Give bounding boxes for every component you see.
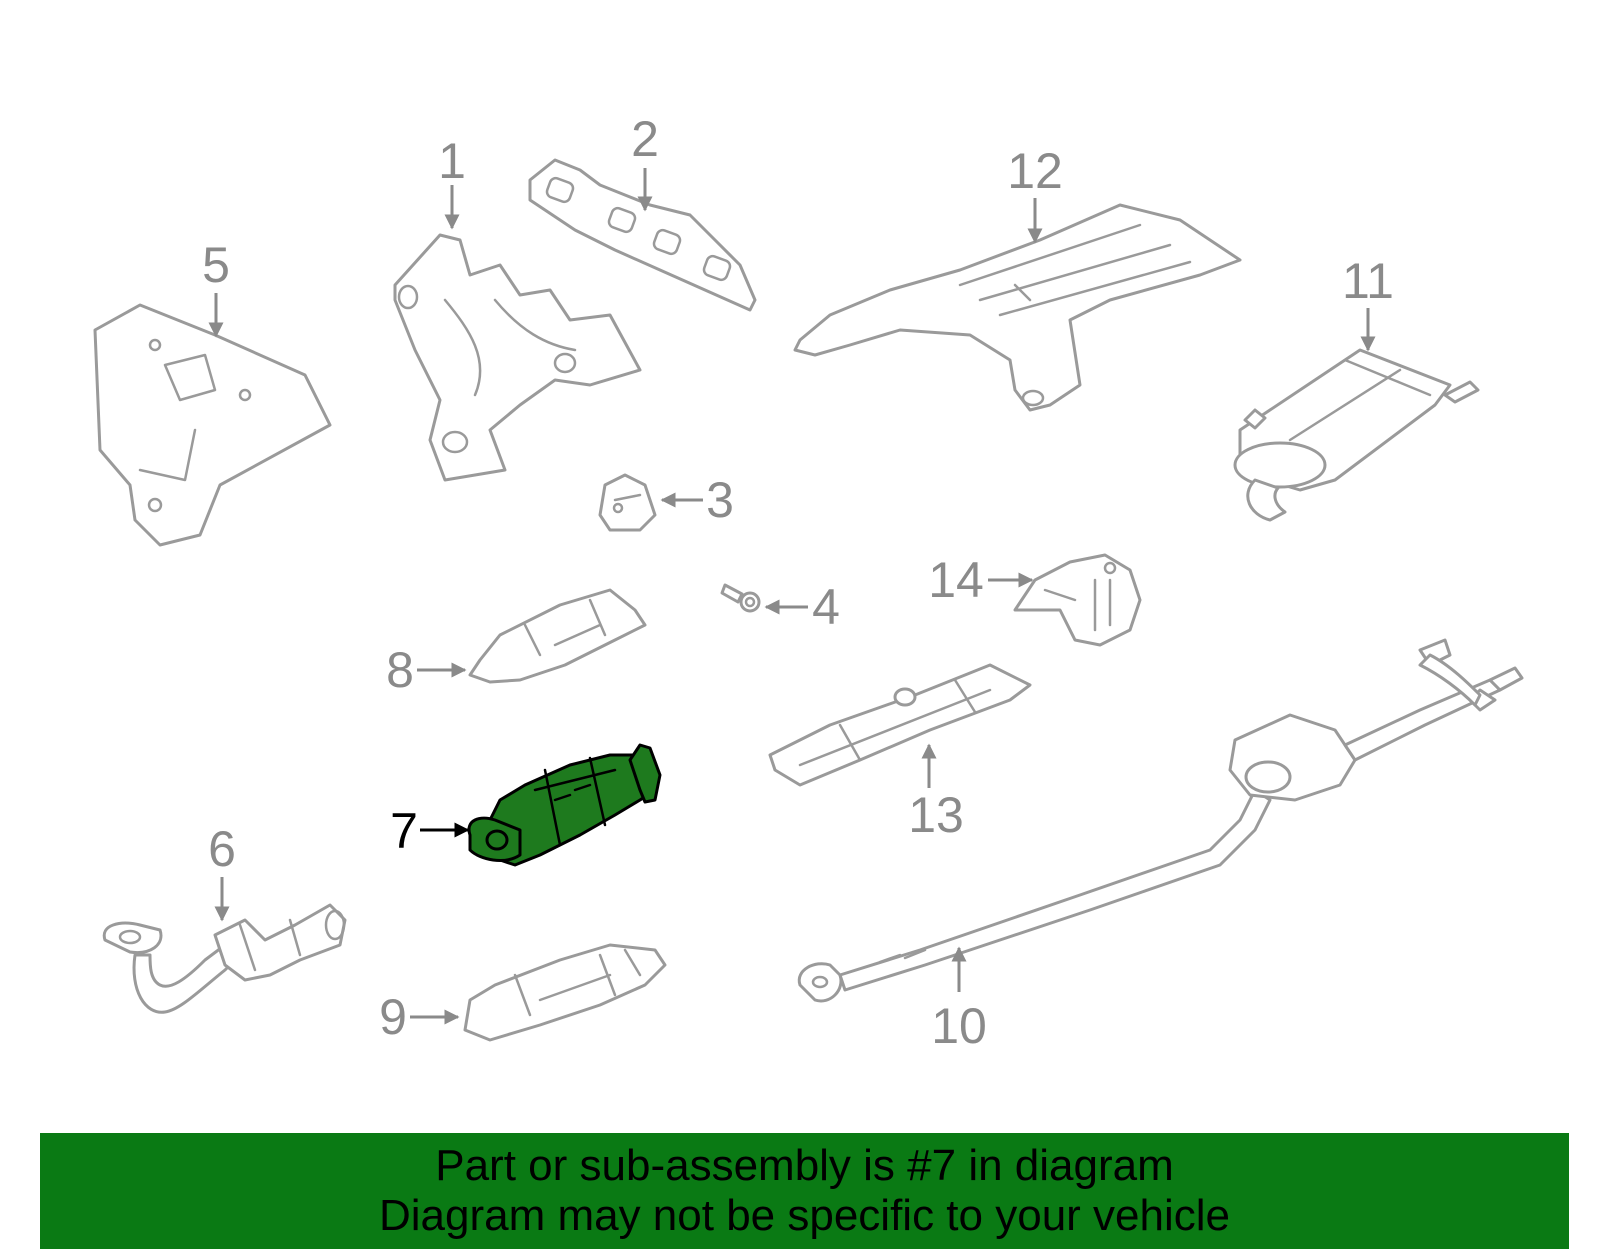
callout-14: 14 xyxy=(928,552,984,608)
part-4-bolt[interactable] xyxy=(720,583,761,613)
part-2-manifold-gasket[interactable] xyxy=(528,158,757,312)
part-8-catalytic-converter[interactable] xyxy=(468,588,647,684)
part-14-heat-shield[interactable] xyxy=(1013,553,1142,647)
part-10-exhaust-pipe[interactable] xyxy=(797,638,1524,1003)
part-1-exhaust-manifold[interactable] xyxy=(393,233,642,482)
part-9-catalytic-converter[interactable] xyxy=(463,943,667,1042)
part-13-heat-shield[interactable] xyxy=(768,663,1032,787)
part-3-bracket[interactable] xyxy=(598,473,657,532)
callout-6: 6 xyxy=(208,821,236,877)
part-12-heat-shield[interactable] xyxy=(793,203,1242,412)
part-11-muffler[interactable] xyxy=(1233,348,1480,522)
banner-line-2: Diagram may not be specific to your vehi… xyxy=(378,1191,1231,1240)
banner-line-1: Part or sub-assembly is #7 in diagram xyxy=(435,1141,1174,1190)
callout-2: 2 xyxy=(631,111,659,167)
callout-arrows xyxy=(208,168,1376,1025)
part-5-heat-shield[interactable] xyxy=(93,303,332,547)
part-7-catalytic-converter[interactable] xyxy=(467,743,662,867)
callout-12: 12 xyxy=(1007,143,1063,199)
callout-9: 9 xyxy=(379,989,407,1045)
callout-5: 5 xyxy=(202,237,230,293)
callout-3: 3 xyxy=(706,472,734,528)
callout-10: 10 xyxy=(931,998,987,1054)
callout-4: 4 xyxy=(812,579,840,635)
callout-7: 7 xyxy=(390,803,418,859)
callout-1: 1 xyxy=(438,133,466,189)
part-7-outlet-flange xyxy=(628,743,662,804)
part-7-inlet-port xyxy=(485,829,509,851)
callout-13: 13 xyxy=(908,787,964,843)
info-banner: Part or sub-assembly is #7 in diagram Di… xyxy=(40,1133,1569,1249)
callout-8: 8 xyxy=(386,642,414,698)
callout-labels: 1 2 3 4 5 6 7 8 9 10 11 12 13 14 xyxy=(202,111,1394,1054)
part-6-front-pipe[interactable] xyxy=(102,903,347,1014)
callout-11: 11 xyxy=(1342,253,1394,309)
